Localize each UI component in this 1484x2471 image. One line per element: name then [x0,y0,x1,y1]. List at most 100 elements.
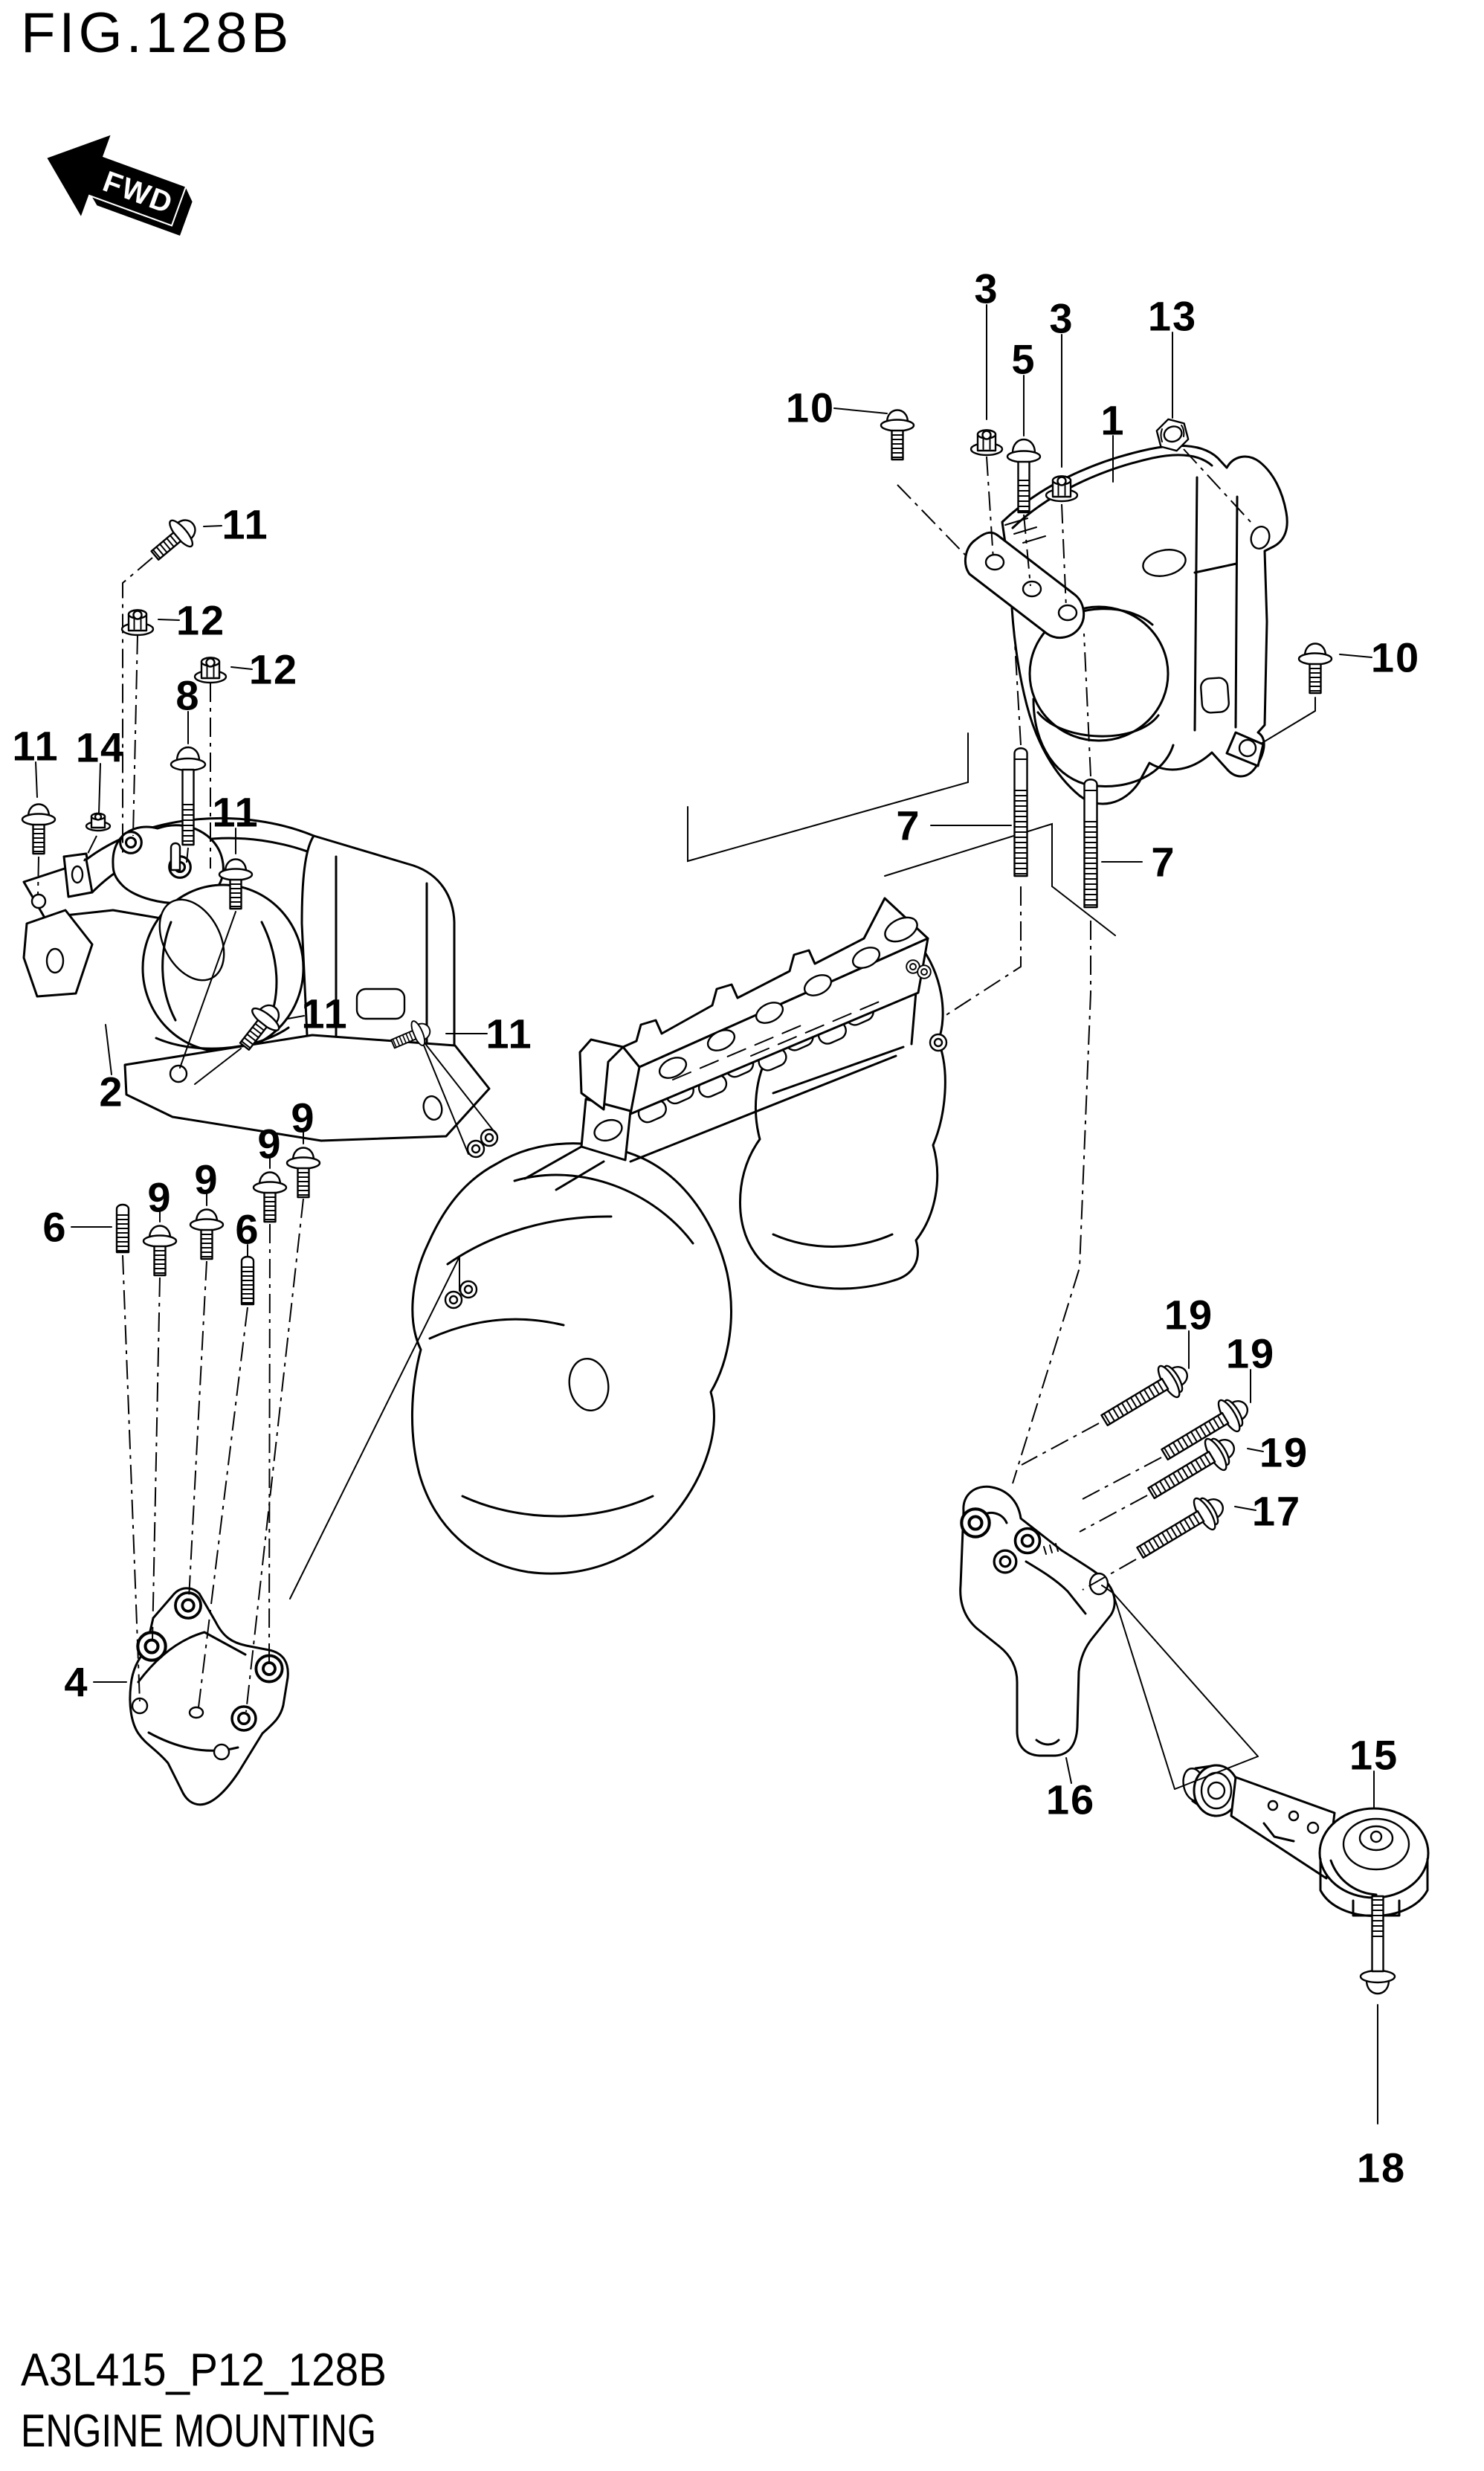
nut-3-a [970,429,1004,457]
fwd-arrow-body [45,132,187,227]
bell-housing-hole [568,1357,610,1412]
cover-corner-ring-2 [917,964,932,979]
torque-rod-part15 [1182,1764,1430,1917]
bell-upper-boss-1 [466,1139,485,1159]
mount1-foot-hole [1238,738,1257,758]
callout-11: 11 [212,789,259,836]
callout-6: 6 [235,1206,259,1253]
cover-oval-big [884,916,918,943]
rod-big-bushing-arc [1329,1859,1378,1896]
leader-lines-solid [35,304,1378,2124]
bolt-18 [1359,1895,1396,1995]
bolt-19-a [1094,1355,1196,1437]
bell-lower-boss-2 [459,1280,478,1299]
rod-arm-hole-1 [1267,1800,1279,1811]
rod-big-bushing-center [1370,1830,1383,1843]
mount1-channel-lines [1193,476,1239,732]
mount2-plate-hole [30,893,47,909]
callout-11: 11 [485,1011,532,1057]
bracket16-hatch [1043,1543,1059,1555]
bell-housing [411,1142,732,1575]
bracket4-hole-3 [213,1743,230,1761]
valve-cover-front-dashes [672,1000,882,1080]
bolt-10-right [1297,642,1333,695]
callout-15: 15 [1349,1732,1398,1779]
callout-19: 19 [1164,1292,1213,1338]
callout-9: 9 [257,1121,282,1167]
stud-6-a [115,1203,130,1254]
flange-hole-2 [1022,580,1042,598]
callout-19: 19 [1259,1429,1309,1476]
rod-arm [1230,1776,1336,1880]
bracket16-boss-3 [993,1549,1018,1574]
bracket4-body [129,1587,289,1806]
callout-2: 2 [99,1069,123,1115]
rod-arm-hole-2 [1288,1810,1300,1822]
nut-12-a [120,609,155,637]
valve-cover-top-face [622,897,929,1069]
engine-connect-lines [523,1145,605,1191]
leader-lines-dashdot [37,448,1253,1713]
engine-side-boss-ring [929,1033,948,1052]
bell-lower-boss-1 [444,1290,463,1309]
left-engine-mount-part2 [22,816,491,1142]
mount2-wing-hole [45,947,65,974]
bolt-11-far-left [21,803,57,855]
cover-oval-3 [755,1002,784,1024]
mount1-bracket-inner-arch [1011,454,1213,529]
callout-14: 14 [76,724,125,771]
rod-small-bushing-hole [1207,1781,1226,1800]
callout-4: 4 [64,1659,88,1706]
bolt-9-4 [142,1225,178,1277]
bolt-11-top [143,510,204,570]
callout-11: 11 [301,990,348,1037]
head-port-oval [593,1118,623,1142]
bracket-part16 [959,1485,1116,1757]
bracket-part4 [129,1587,289,1806]
callout-8: 8 [175,672,200,719]
bracket4-boss-4 [230,1705,257,1732]
mount2-stud-pin [170,842,181,872]
bracket4-boss-1 [138,1632,165,1660]
fwd-arrow-icon: FWD [45,132,194,238]
head-bottom-edge [629,990,917,1163]
mount2-tab-hole [71,865,84,884]
callout-16: 16 [1046,1776,1095,1823]
callout-3: 3 [974,265,999,312]
callout-1: 1 [1100,397,1125,444]
callout-10: 10 [786,384,835,431]
callout-3: 3 [1049,295,1074,342]
mount2-bottom-plate [123,1034,491,1142]
mount1-top-oval-hole [1142,549,1187,577]
footer-name: ENGINE MOUNTING [21,2406,376,2457]
figure-title: FIG.128B [21,1,292,65]
mount1-slot [1200,677,1230,714]
mount2-foot-hole-1 [169,1064,188,1083]
callout-12: 12 [249,646,298,693]
nut-14 [85,812,112,832]
footer-code: A3L415_P12_128B [21,2345,387,2396]
stud-7-b [1083,779,1098,909]
bolt-10-left [880,409,915,461]
callout-6: 6 [42,1204,67,1251]
rod-arm-step [1262,1822,1295,1843]
cover-oval-2 [706,1029,736,1051]
bolt-9-1 [285,1147,321,1199]
mount1-ear-hole [1250,526,1271,550]
engine-block-right-lines [772,1046,905,1248]
engine-assembly [411,897,948,1575]
callout-9: 9 [291,1095,315,1141]
callout-9: 9 [194,1156,219,1203]
callout-7: 7 [1151,839,1175,886]
callout-5: 5 [1011,336,1036,383]
cover-oval-4 [803,974,833,996]
stud-7-a [1013,747,1028,877]
callout-11: 11 [222,501,268,548]
bracket4-boss-2 [174,1591,202,1620]
callout-12: 12 [176,597,225,644]
right-engine-mount-part1 [964,444,1288,805]
stud-6-b [240,1255,255,1306]
callout-7: 7 [896,802,920,849]
